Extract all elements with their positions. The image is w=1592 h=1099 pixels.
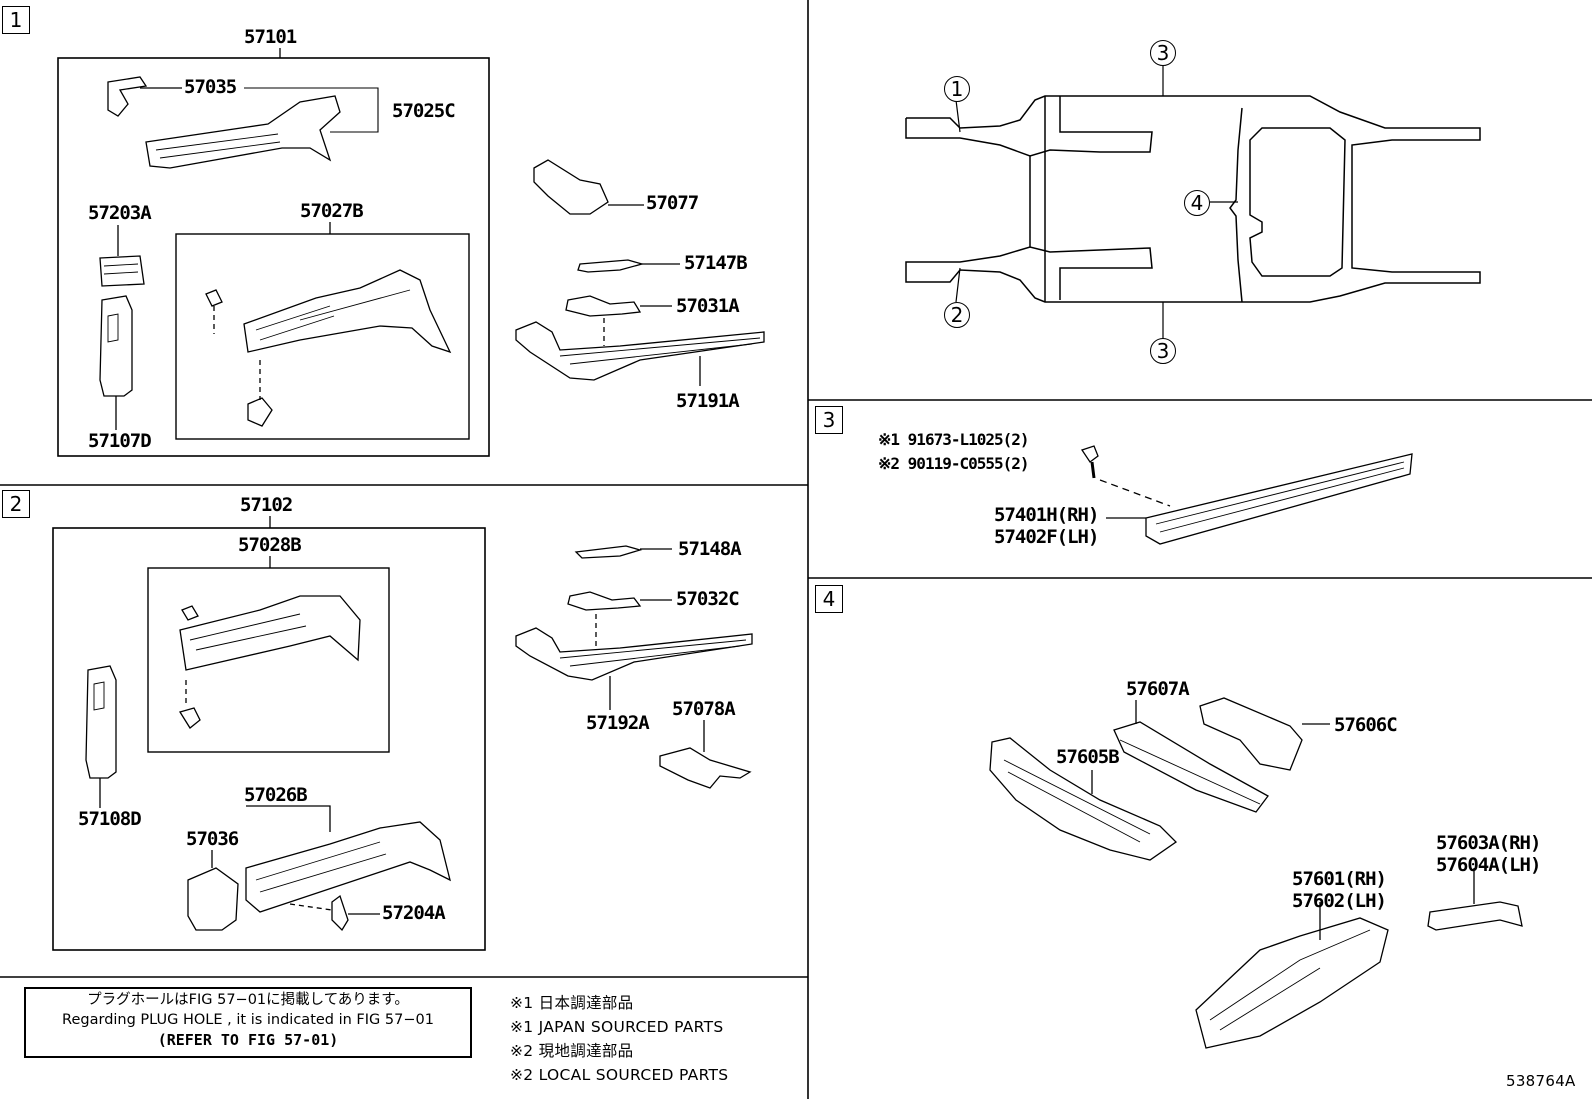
section2-drawings xyxy=(52,516,753,951)
part-57148a[interactable]: 57148A xyxy=(678,538,742,560)
part-57035[interactable]: 57035 xyxy=(184,76,237,98)
legend-japan-jp: ※1 日本調達部品 xyxy=(510,994,634,1012)
section4-drawings xyxy=(989,697,1523,1049)
notice-japanese: プラグホールはFIG 57−01に掲載してあります。 xyxy=(87,992,409,1008)
legend-local-en: ※2 LOCAL SOURCED PARTS xyxy=(510,1066,729,1084)
part-57603a-rh[interactable]: 57603A(RH) xyxy=(1436,832,1541,854)
part-57025c[interactable]: 57025C xyxy=(392,100,456,122)
part-57203a[interactable]: 57203A xyxy=(88,202,152,224)
overview-callout-3-bottom[interactable]: 3 xyxy=(1150,338,1176,364)
part-57147b[interactable]: 57147B xyxy=(684,252,748,274)
part-57605b[interactable]: 57605B xyxy=(1056,746,1120,768)
part-57032c[interactable]: 57032C xyxy=(676,588,740,610)
notice-reference[interactable]: (REFER TO FIG 57-01) xyxy=(157,1031,339,1049)
legend-local-jp: ※2 現地調達部品 xyxy=(510,1042,634,1060)
part-57607a[interactable]: 57607A xyxy=(1126,678,1190,700)
part-57078a[interactable]: 57078A xyxy=(672,698,736,720)
legend-japan-en: ※1 JAPAN SOURCED PARTS xyxy=(510,1018,724,1036)
part-57604a-lh[interactable]: 57604A(LH) xyxy=(1436,854,1541,876)
part-57036[interactable]: 57036 xyxy=(186,828,239,850)
section1-drawings xyxy=(57,48,765,457)
section-index-2: 2 xyxy=(2,490,30,518)
chassis-overview xyxy=(905,95,1481,303)
part-57204a[interactable]: 57204A xyxy=(382,902,446,924)
section-index-3: 3 xyxy=(815,406,843,434)
part-57606c[interactable]: 57606C xyxy=(1334,714,1398,736)
part-57192a[interactable]: 57192A xyxy=(586,712,650,734)
part-57101[interactable]: 57101 xyxy=(244,26,297,48)
part-57108d[interactable]: 57108D xyxy=(78,808,142,830)
part-57107d[interactable]: 57107D xyxy=(88,430,152,452)
part-57077[interactable]: 57077 xyxy=(646,192,699,214)
part-57191a[interactable]: 57191A xyxy=(676,390,740,412)
part-57602-lh[interactable]: 57602(LH) xyxy=(1292,890,1387,912)
plug-hole-notice: プラグホールはFIG 57−01に掲載してあります。 Regarding PLU… xyxy=(24,987,472,1058)
part-57031a[interactable]: 57031A xyxy=(676,295,740,317)
part-57027b[interactable]: 57027B xyxy=(300,200,364,222)
overview-callout-4[interactable]: 4 xyxy=(1184,190,1210,216)
overview-leaders xyxy=(955,64,1238,340)
part-57601-rh[interactable]: 57601(RH) xyxy=(1292,868,1387,890)
section-index-4: 4 xyxy=(815,585,843,613)
figure-id: 538764A xyxy=(1506,1072,1576,1090)
notice-english: Regarding PLUG HOLE , it is indicated in… xyxy=(62,1012,434,1028)
part-57028b[interactable]: 57028B xyxy=(238,534,302,556)
overview-callout-2[interactable]: 2 xyxy=(944,302,970,328)
section3-drawings xyxy=(1080,445,1413,545)
part-57401h-rh[interactable]: 57401H(RH) xyxy=(994,504,1099,526)
part-57402f-lh[interactable]: 57402F(LH) xyxy=(994,526,1099,548)
part-57102[interactable]: 57102 xyxy=(240,494,293,516)
bolt-local-sourced[interactable]: ※2 90119-C0555(2) xyxy=(878,454,1030,473)
overview-callout-1[interactable]: 1 xyxy=(944,76,970,102)
bolt-japan-sourced[interactable]: ※1 91673-L1025(2) xyxy=(878,430,1030,449)
overview-callout-3-top[interactable]: 3 xyxy=(1150,40,1176,66)
part-57026b[interactable]: 57026B xyxy=(244,784,308,806)
section-index-1: 1 xyxy=(2,6,30,34)
